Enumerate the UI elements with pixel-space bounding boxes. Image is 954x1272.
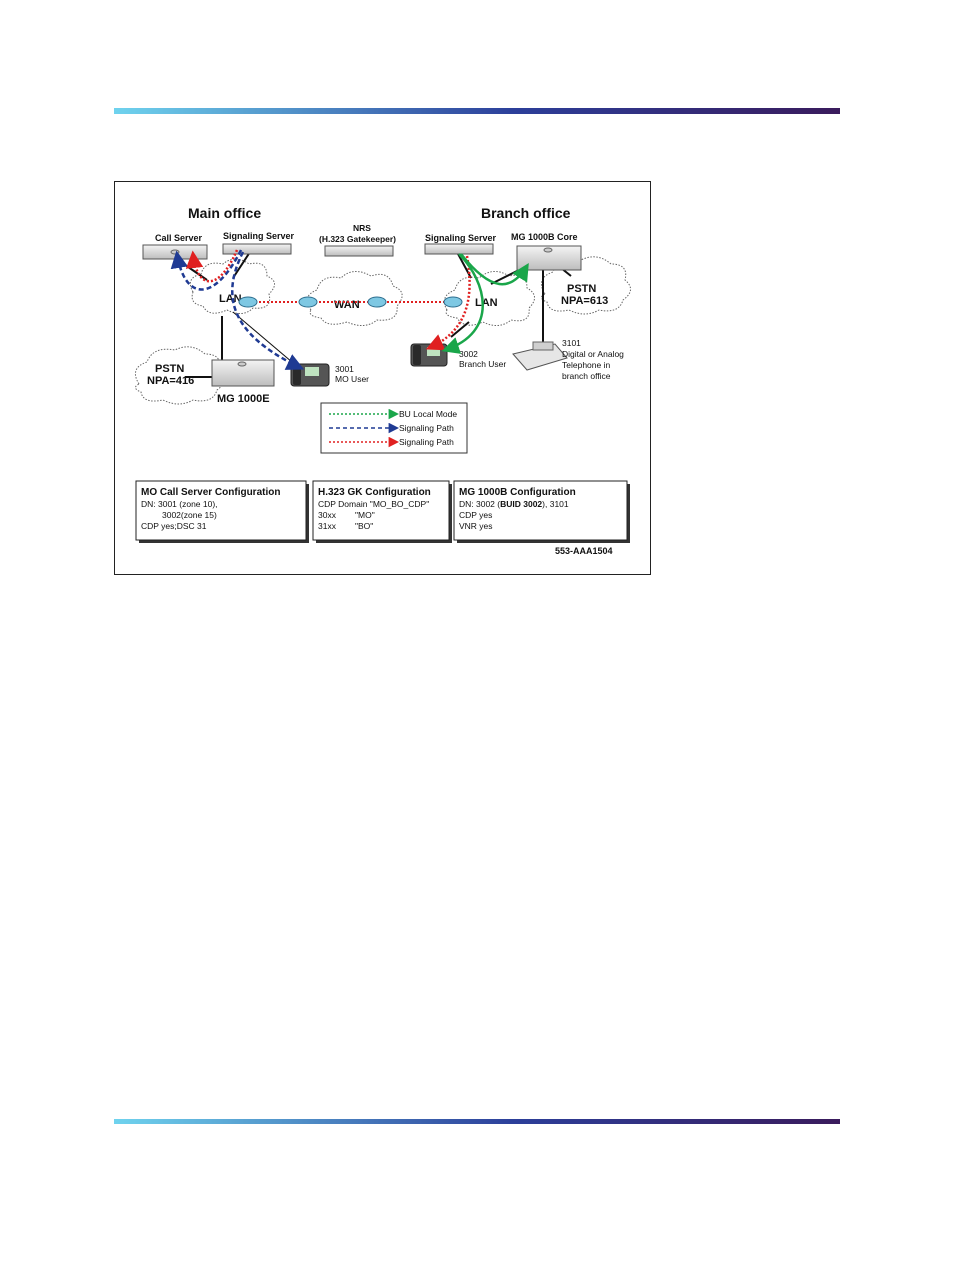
- legend: BU Local Mode Signaling Path Signaling P…: [320, 402, 468, 454]
- router-icon: [298, 296, 318, 308]
- config-line: CDP Domain "MO_BO_CDP": [318, 499, 429, 509]
- mg1000b-config-box: MG 1000B Configuration DN: 3002 (BUID 30…: [453, 480, 630, 543]
- main-lan-label: LAN: [219, 293, 242, 305]
- router-icon: [238, 296, 258, 308]
- main-signaling-path-blue: [170, 249, 243, 291]
- config-title: MG 1000B Configuration: [459, 487, 576, 498]
- call-server-icon: [142, 244, 208, 260]
- config-line: CDP yes;DSC 31: [141, 521, 207, 531]
- analog-phone-icon: [512, 341, 568, 371]
- config-title: MO Call Server Configuration: [141, 487, 280, 498]
- config-line: DN: 3002 (BUID 3002), 3101: [459, 499, 569, 509]
- main-office-title: Main office: [188, 205, 261, 221]
- wan-cloud: [306, 271, 403, 326]
- branch-lan-cloud: [443, 271, 535, 326]
- main-signaling-path-red: [185, 249, 239, 283]
- config-line: VNR yes: [459, 521, 493, 531]
- network-diagram-figure: Main office Branch office LAN WAN LAN PS…: [114, 181, 651, 575]
- nrs-label: NRS(H.323 Gatekeeper): [319, 223, 396, 244]
- branch-signaling-path-red: [425, 255, 471, 351]
- legend-label-bu: BU Local Mode: [399, 409, 457, 419]
- mo-call-server-config-box: MO Call Server Configuration DN: 3001 (z…: [135, 480, 309, 543]
- branch-office-title: Branch office: [481, 205, 571, 221]
- nrs-server-icon: [324, 245, 394, 257]
- h323-gk-config-box: H.323 GK Configuration CDP Domain "MO_BO…: [312, 480, 452, 543]
- mg1000e-label: MG 1000E: [217, 393, 270, 405]
- header-rule: [114, 108, 840, 114]
- footer-rule: [114, 1119, 840, 1124]
- bu-local-mode-path-phone: [441, 253, 484, 354]
- config-title: H.323 GK Configuration: [318, 487, 431, 498]
- config-line: 3002(zone 15): [162, 510, 217, 520]
- config-line: 30xx: [318, 510, 337, 520]
- config-line: "BO": [355, 521, 373, 531]
- bu-local-mode-path: [460, 253, 529, 286]
- call-server-label: Call Server: [155, 233, 203, 243]
- legend-label-red: Signaling Path: [399, 437, 454, 447]
- config-line: 31xx: [318, 521, 337, 531]
- mg1000e-icon: [211, 359, 275, 387]
- figure-id: 553-AAA1504: [555, 546, 613, 556]
- main-signaling-server-icon: [222, 243, 292, 255]
- config-line: "MO": [355, 510, 375, 520]
- legend-label-blue: Signaling Path: [399, 423, 454, 433]
- network-diagram: Main office Branch office LAN WAN LAN PS…: [134, 205, 631, 556]
- main-signaling-server-label: Signaling Server: [223, 231, 295, 241]
- config-line: DN: 3001 (zone 10),: [141, 499, 218, 509]
- branch-signaling-server-label: Signaling Server: [425, 233, 497, 243]
- mo-phone-signaling-path: [231, 251, 305, 370]
- branch-signaling-server-icon: [424, 243, 494, 255]
- config-line: CDP yes: [459, 510, 492, 520]
- router-icon: [367, 296, 387, 308]
- main-pstn-cloud: [134, 346, 225, 405]
- physical-links: [177, 251, 572, 378]
- router-icon: [443, 296, 463, 308]
- mg1000b-core-label: MG 1000B Core: [511, 232, 578, 242]
- branch-lan-label: LAN: [475, 297, 498, 309]
- wan-label: WAN: [334, 299, 360, 311]
